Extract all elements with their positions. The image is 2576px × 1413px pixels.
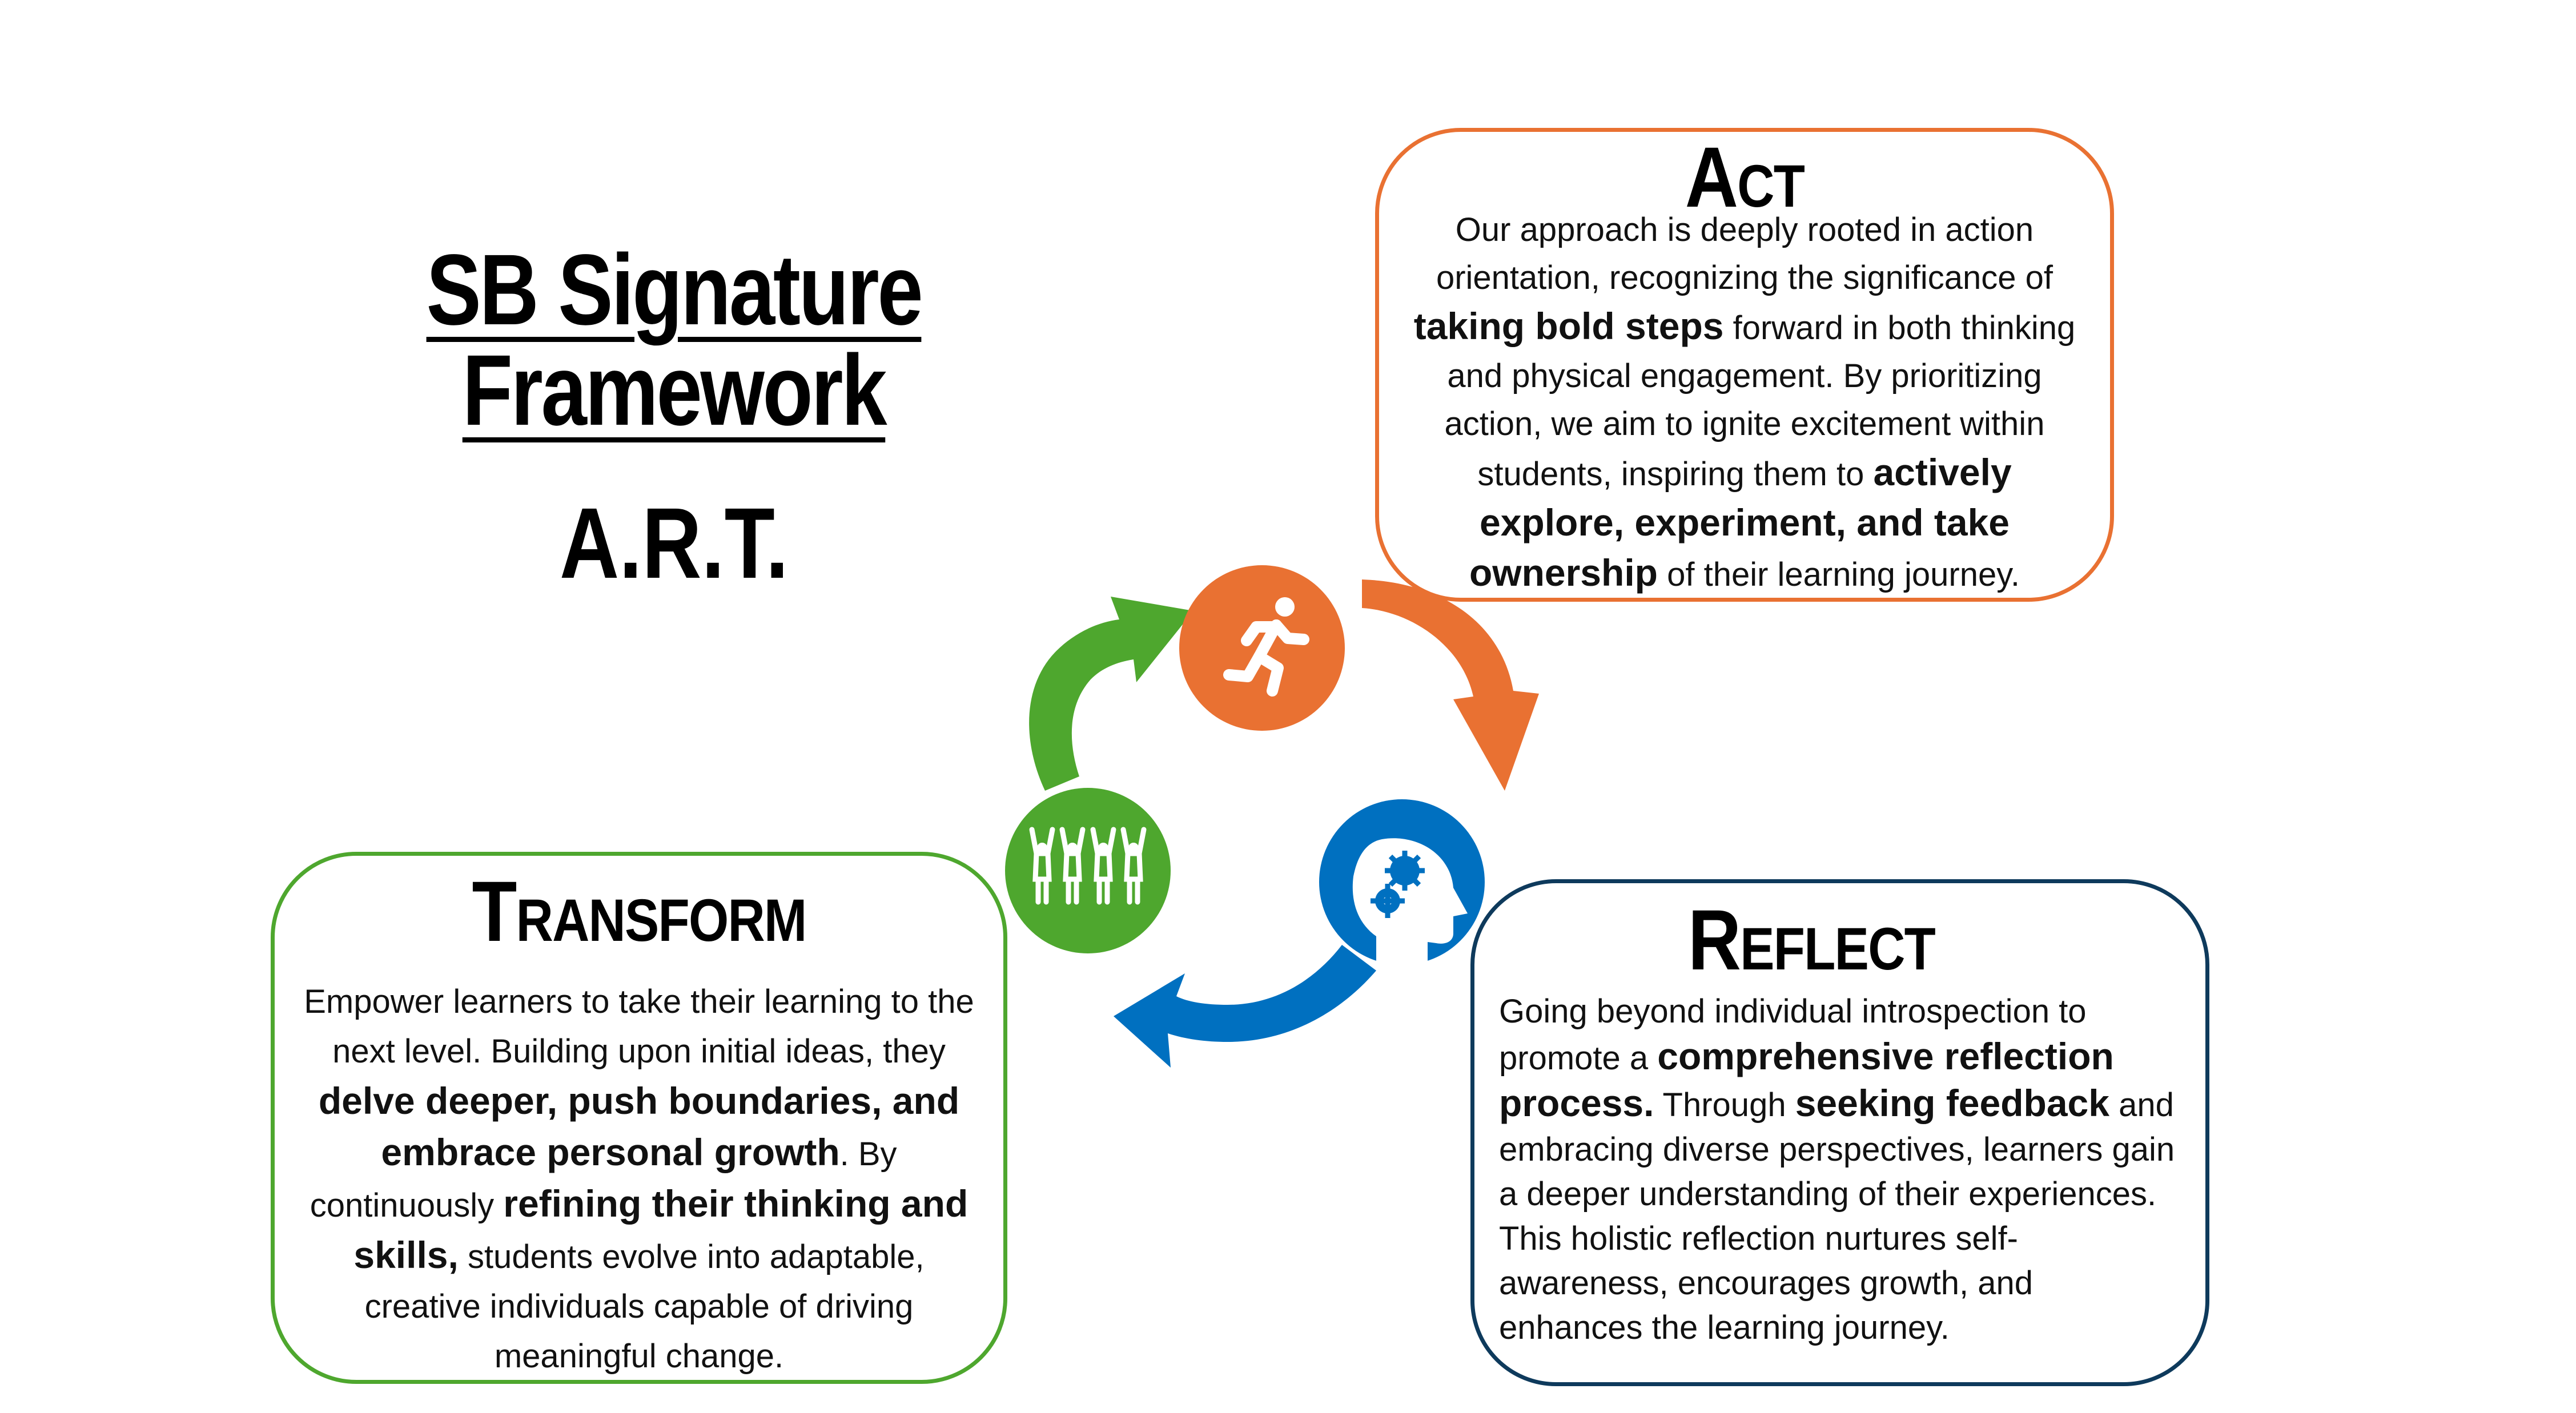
act-node [1179, 565, 1345, 731]
body-text: Empower learners to take their learning … [304, 983, 974, 1070]
emphasis-text: taking bold steps [1413, 305, 1724, 347]
body-text: students evolve into adaptable, creative… [364, 1238, 925, 1375]
emphasis-text: delve deeper, push boundaries, and embra… [318, 1080, 960, 1173]
reflect-box: Reflect Going beyond individual introspe… [1470, 879, 2209, 1386]
reflect-node [1319, 799, 1485, 965]
act-box: Act Our approach is deeply rooted in act… [1375, 128, 2114, 602]
act-heading: Act [1685, 129, 1805, 225]
body-text: Going beyond individual introspection to… [1499, 993, 2087, 1077]
body-text: . By continuously [310, 1136, 897, 1224]
body-text: and embracing diverse perspectives, lear… [1499, 1086, 2175, 1346]
emphasis-text: actively explore, experiment, and take o… [1469, 451, 2012, 594]
transform-heading: Transform [472, 863, 807, 959]
body-text: forward in both thinking and physical en… [1444, 309, 2076, 493]
page-title: SB Signature Framework [426, 234, 923, 446]
head-gears-icon [1352, 838, 1468, 965]
body-text: of their learning journey. [1657, 556, 2020, 593]
transform-box: Transform Empower learners to take their… [271, 852, 1007, 1384]
act-to-reflect-arrow [1362, 579, 1539, 791]
transform-node [1005, 788, 1171, 953]
act-description: Our approach is deeply rooted in action … [1402, 206, 2087, 599]
emphasis-text: comprehensive reflection process. [1499, 1035, 2114, 1124]
emphasis-text: refining their thinking and skills, [353, 1182, 968, 1276]
transform-to-act-arrow [1029, 597, 1193, 791]
reflect-to-transform-arrow [1114, 945, 1376, 1068]
running-person-icon [1223, 597, 1309, 697]
body-text: Our approach is deeply rooted in action … [1436, 211, 2053, 296]
body-text: Through [1654, 1086, 1795, 1124]
transform-description: Empower learners to take their learning … [303, 977, 975, 1381]
reflect-heading: Reflect [1687, 892, 1936, 988]
title-block: SB Signature Framework A.R.T. [160, 240, 1188, 594]
page-subtitle: A.R.T. [559, 488, 789, 599]
reflect-description: Going beyond individual introspection to… [1499, 989, 2183, 1350]
cheering-group-icon [1029, 827, 1147, 905]
emphasis-text: seeking feedback [1795, 1082, 2109, 1124]
